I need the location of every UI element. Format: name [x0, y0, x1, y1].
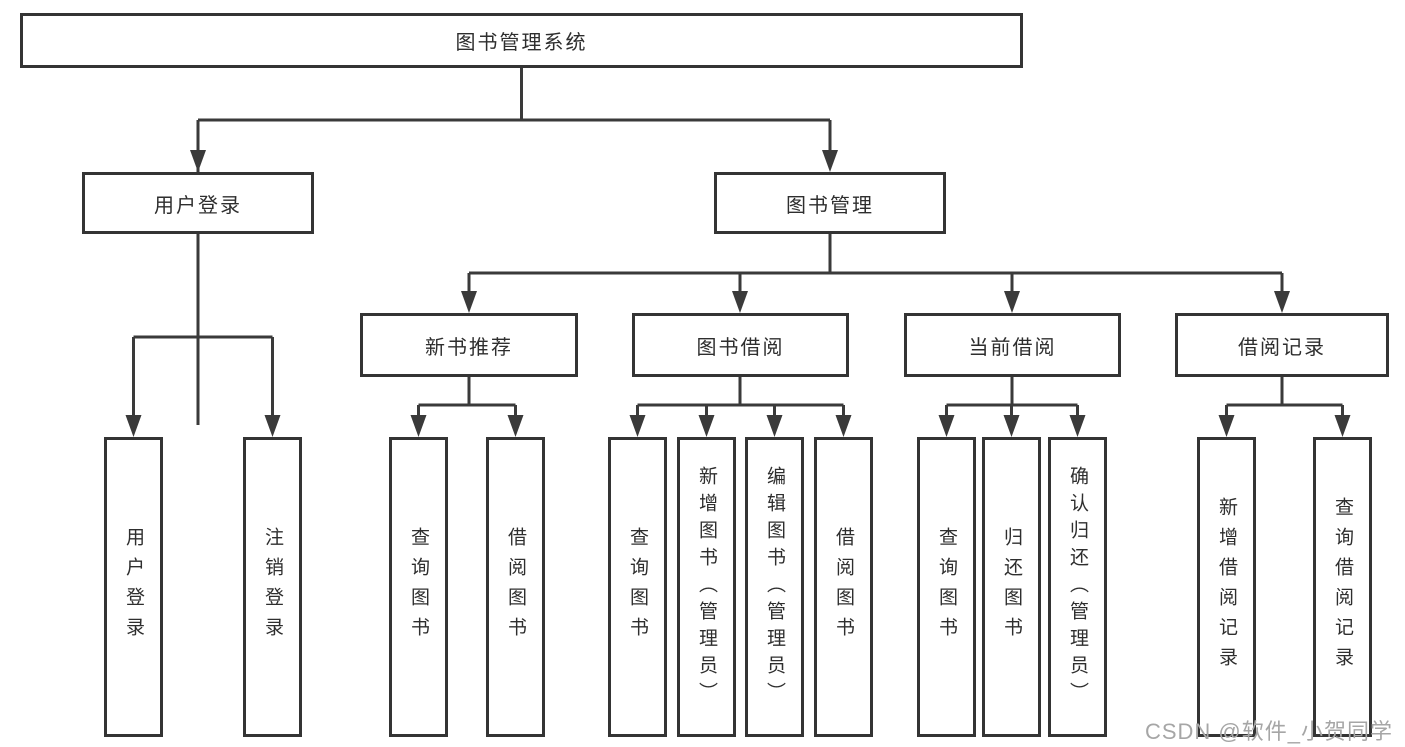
arrow-down-icon — [1274, 291, 1290, 313]
book-borrow-connector — [629, 377, 852, 437]
arrow-down-icon — [629, 415, 646, 437]
arrow-down-icon — [1069, 415, 1086, 437]
arrow-down-icon — [822, 150, 838, 172]
arrow-down-icon — [835, 415, 852, 437]
leaf-return-books: 归还图书 — [982, 437, 1041, 737]
leaf-query-books: 查询图书 — [389, 437, 448, 737]
arrow-down-icon — [938, 415, 955, 437]
arrow-down-icon — [1003, 415, 1020, 437]
current-borrow-connector — [938, 377, 1086, 437]
leaf-confirm-return-admin: 确认归还（管理员） — [1048, 437, 1107, 737]
connector-line — [636, 377, 845, 425]
connector-line — [1225, 377, 1344, 425]
arrow-down-icon — [1218, 415, 1235, 437]
leaf-edit-book-admin: 编辑图书（管理员） — [745, 437, 804, 737]
arrow-down-icon — [698, 415, 715, 437]
arrow-down-icon — [410, 415, 427, 437]
node-library-management-system: 图书管理系统 — [20, 13, 1023, 68]
arrow-down-icon — [125, 415, 142, 437]
node-borrow-records: 借阅记录 — [1175, 313, 1389, 377]
arrow-down-icon — [766, 415, 783, 437]
arrow-down-icon — [190, 150, 206, 172]
connector-line — [196, 68, 832, 425]
arrow-down-icon — [1004, 291, 1020, 313]
leaf-borrow-books: 借阅图书 — [486, 437, 545, 737]
arrow-down-icon — [732, 291, 748, 313]
leaf-add-borrow-record: 新增借阅记录 — [1197, 437, 1256, 737]
node-book-management: 图书管理 — [714, 172, 946, 234]
arrow-down-icon — [1334, 415, 1351, 437]
leaf-user-login: 用户登录 — [104, 437, 163, 737]
arrow-down-icon — [461, 291, 477, 313]
user-login-connector — [125, 234, 281, 437]
leaf-query-books: 查询图书 — [608, 437, 667, 737]
new-book-recommend-connector — [410, 377, 524, 437]
leaf-query-books: 查询图书 — [917, 437, 976, 737]
arrow-down-icon — [264, 415, 281, 437]
connector-line — [417, 377, 517, 425]
connector-line — [467, 234, 1284, 301]
leaf-query-borrow-record: 查询借阅记录 — [1313, 437, 1372, 737]
node-user-login: 用户登录 — [82, 172, 314, 234]
book-management-connector — [461, 234, 1290, 313]
connector-line — [132, 234, 274, 425]
node-book-borrow: 图书借阅 — [632, 313, 849, 377]
leaf-borrow-books: 借阅图书 — [814, 437, 873, 737]
leaf-logout: 注销登录 — [243, 437, 302, 737]
csdn-watermark: CSDN @软件_小贺同学 — [1144, 719, 1393, 744]
node-new-book-recommend: 新书推荐 — [360, 313, 578, 377]
leaf-add-book-admin: 新增图书（管理员） — [677, 437, 736, 737]
borrow-records-connector — [1218, 377, 1351, 437]
arrow-down-icon — [507, 415, 524, 437]
node-current-borrow: 当前借阅 — [904, 313, 1121, 377]
root-connector — [190, 68, 838, 425]
